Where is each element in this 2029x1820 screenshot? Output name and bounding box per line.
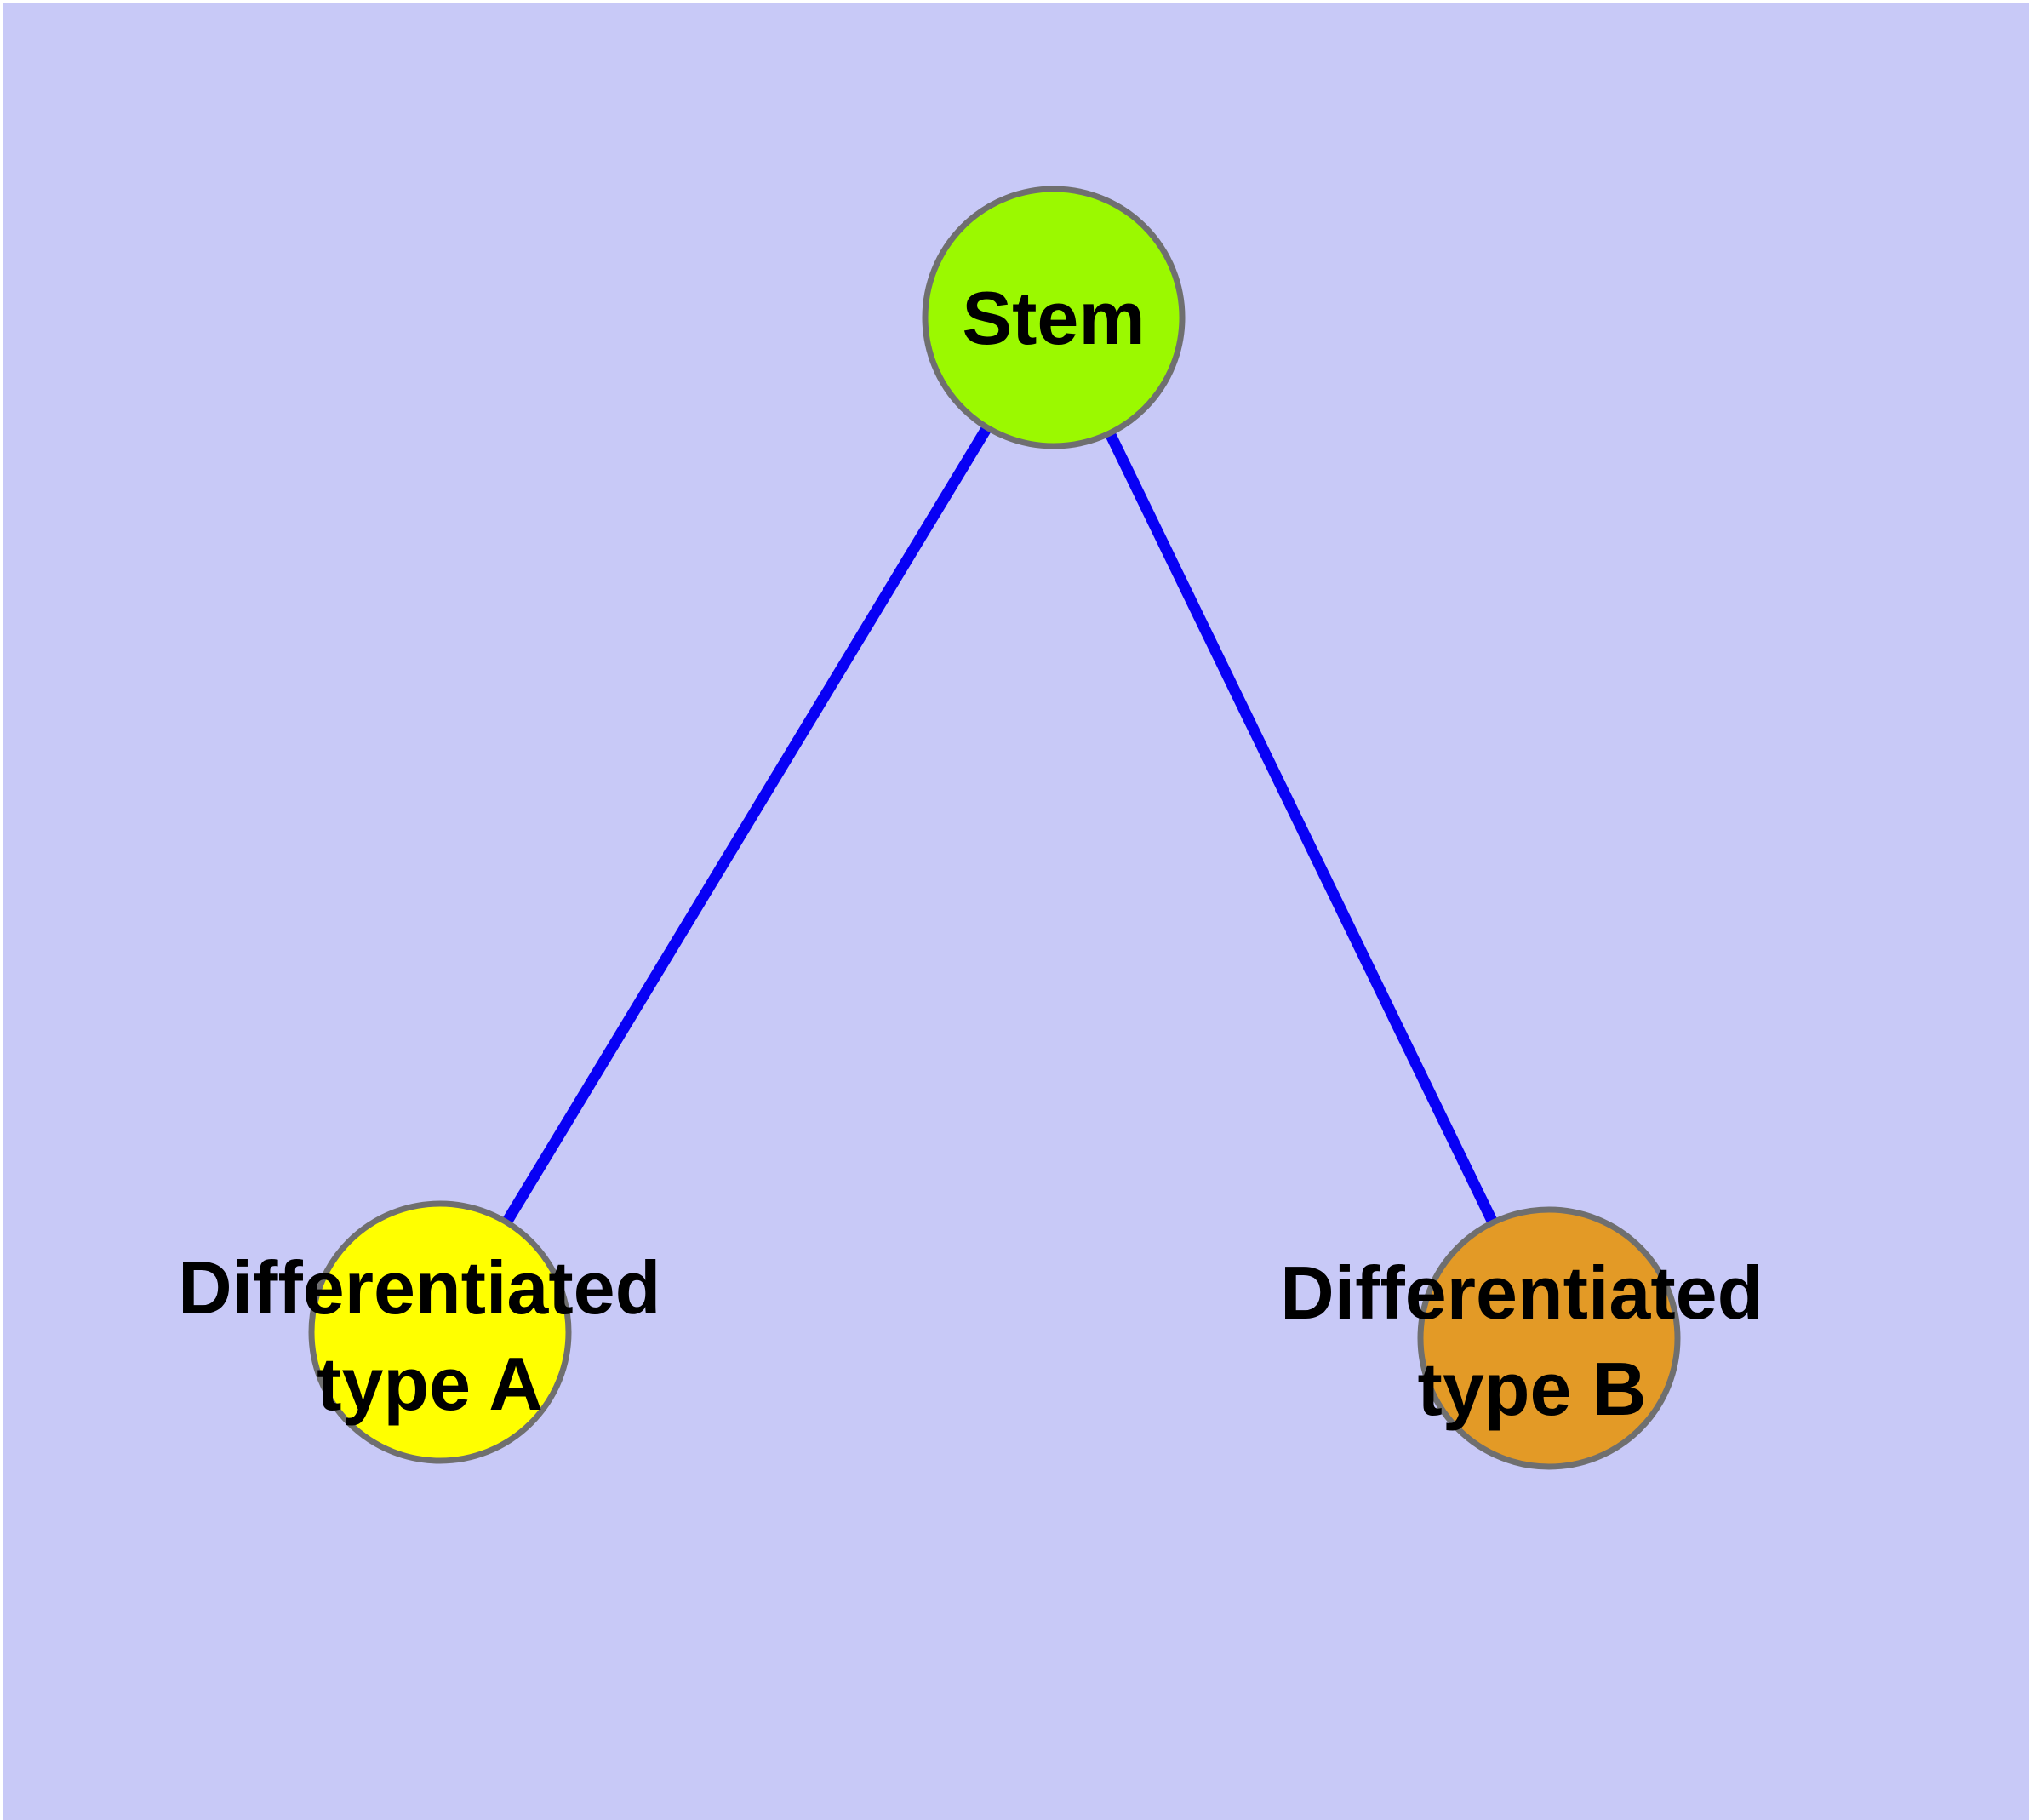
node-stem: Stem xyxy=(922,186,1186,449)
node-type-b-label: Differentiated type B xyxy=(1280,1251,1784,1431)
node-type-a-label-line2: type A xyxy=(317,1342,543,1426)
node-differentiated-type-b: Differentiated type B xyxy=(1280,1206,1784,1470)
node-stem-label: Stem xyxy=(962,276,1145,360)
node-type-b-circle xyxy=(1417,1206,1681,1470)
edge-stem-to-type-a xyxy=(435,314,1059,1336)
edge-stem-to-type-b xyxy=(1049,315,1554,1341)
node-differentiated-type-a: Differentiated type A xyxy=(178,1200,682,1464)
node-type-a-label: Differentiated type A xyxy=(178,1245,682,1426)
node-type-b-label-line1: Differentiated xyxy=(1280,1251,1763,1335)
node-stem-circle xyxy=(922,186,1186,449)
node-type-b-label-line2: type B xyxy=(1418,1347,1647,1431)
node-type-a-circle xyxy=(308,1200,572,1464)
node-type-a-label-line1: Differentiated xyxy=(178,1245,660,1330)
